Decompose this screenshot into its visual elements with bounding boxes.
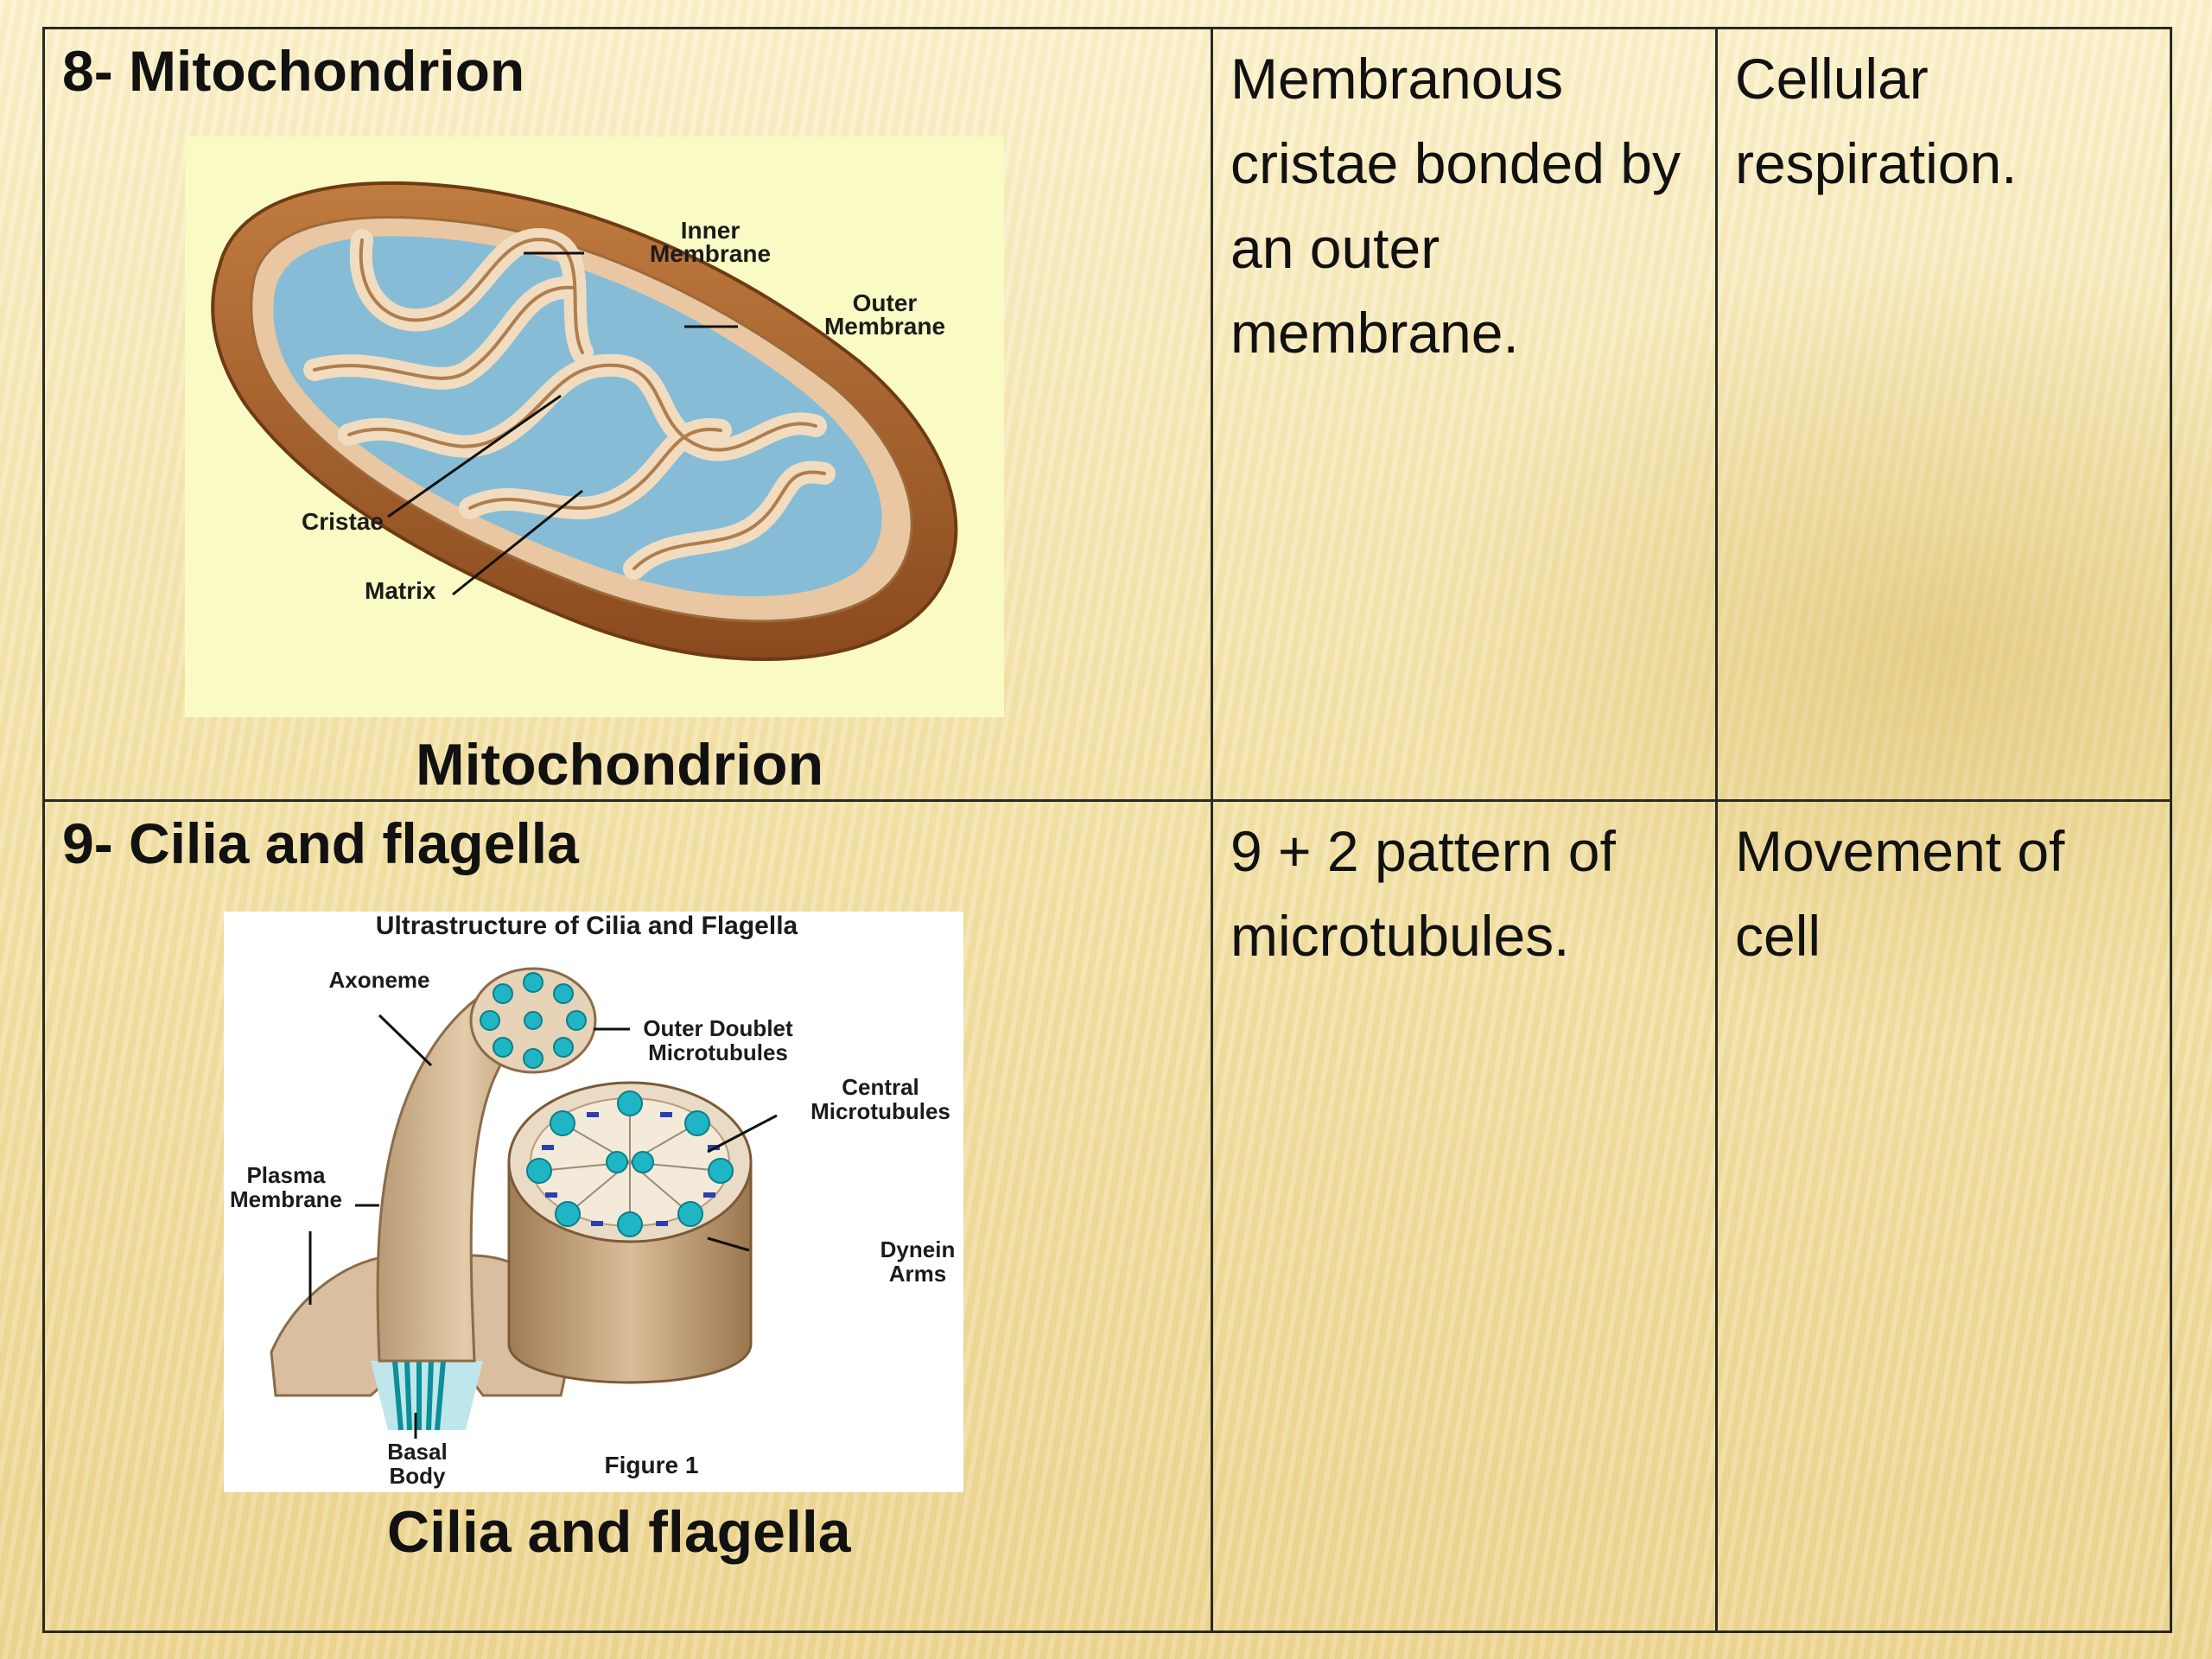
label-plasma-2: Membrane bbox=[230, 1186, 342, 1212]
label-figure-number: Figure 1 bbox=[605, 1452, 699, 1478]
label-axoneme: Axoneme bbox=[328, 967, 429, 993]
label-central-1: Central bbox=[842, 1074, 919, 1100]
function-text-mitochondrion: Cellular respiration. bbox=[1735, 47, 2018, 195]
row-title-cilia: 9- Cilia and flagella bbox=[62, 811, 579, 875]
label-dynein-2: Arms bbox=[889, 1261, 946, 1287]
label-basal-2: Body bbox=[390, 1463, 447, 1489]
structure-text-cilia: 9 + 2 pattern of microtubules. bbox=[1230, 819, 1616, 968]
structure-text-mitochondrion: Membranous cristae bonded by an outer me… bbox=[1230, 47, 1681, 365]
function-cell-cilia: Movement of cell bbox=[1715, 799, 2172, 1633]
structure-cell-mitochondrion: Membranous cristae bonded by an outer me… bbox=[1211, 27, 1718, 802]
caption-cilia: Cilia and flagella bbox=[387, 1499, 851, 1565]
function-cell-mitochondrion: Cellular respiration. bbox=[1715, 27, 2172, 802]
structure-cell-cilia: 9 + 2 pattern of microtubules. bbox=[1211, 799, 1718, 1633]
label-central-2: Microtubules bbox=[810, 1098, 950, 1124]
organelle-table: 8- Mitochondrion bbox=[42, 27, 2172, 1633]
function-text-cilia: Movement of cell bbox=[1735, 819, 2065, 968]
label-inner-membrane-1: Inner bbox=[681, 217, 741, 244]
label-cristae: Cristae bbox=[302, 508, 384, 535]
label-outer-doublet-1: Outer Doublet bbox=[643, 1015, 793, 1041]
label-plasma-1: Plasma bbox=[246, 1162, 326, 1188]
cilia-flagella-diagram: Ultrastructure of Cilia and Flagella bbox=[224, 912, 963, 1492]
label-basal-1: Basal bbox=[387, 1439, 447, 1465]
label-outer-doublet-2: Microtubules bbox=[648, 1039, 788, 1065]
mitochondrion-diagram: Inner Membrane Outer Membrane Cristae Ma… bbox=[185, 137, 1004, 717]
table-row-mitochondrion: 8- Mitochondrion bbox=[42, 27, 2172, 802]
table-row-cilia: 9- Cilia and flagella bbox=[42, 799, 2172, 1633]
cilia-figure-title: Ultrastructure of Cilia and Flagella bbox=[376, 912, 798, 940]
label-outer-membrane-1: Outer bbox=[853, 289, 918, 316]
organelle-cell-mitochondrion: 8- Mitochondrion bbox=[42, 27, 1213, 802]
label-matrix: Matrix bbox=[365, 577, 436, 604]
label-outer-membrane-2: Membrane bbox=[824, 313, 945, 340]
label-inner-membrane-2: Membrane bbox=[650, 240, 771, 267]
row-title-mitochondrion: 8- Mitochondrion bbox=[62, 39, 525, 103]
organelle-cell-cilia: 9- Cilia and flagella bbox=[42, 799, 1213, 1633]
label-dynein-1: Dynein bbox=[880, 1236, 956, 1262]
caption-mitochondrion: Mitochondrion bbox=[416, 732, 824, 798]
